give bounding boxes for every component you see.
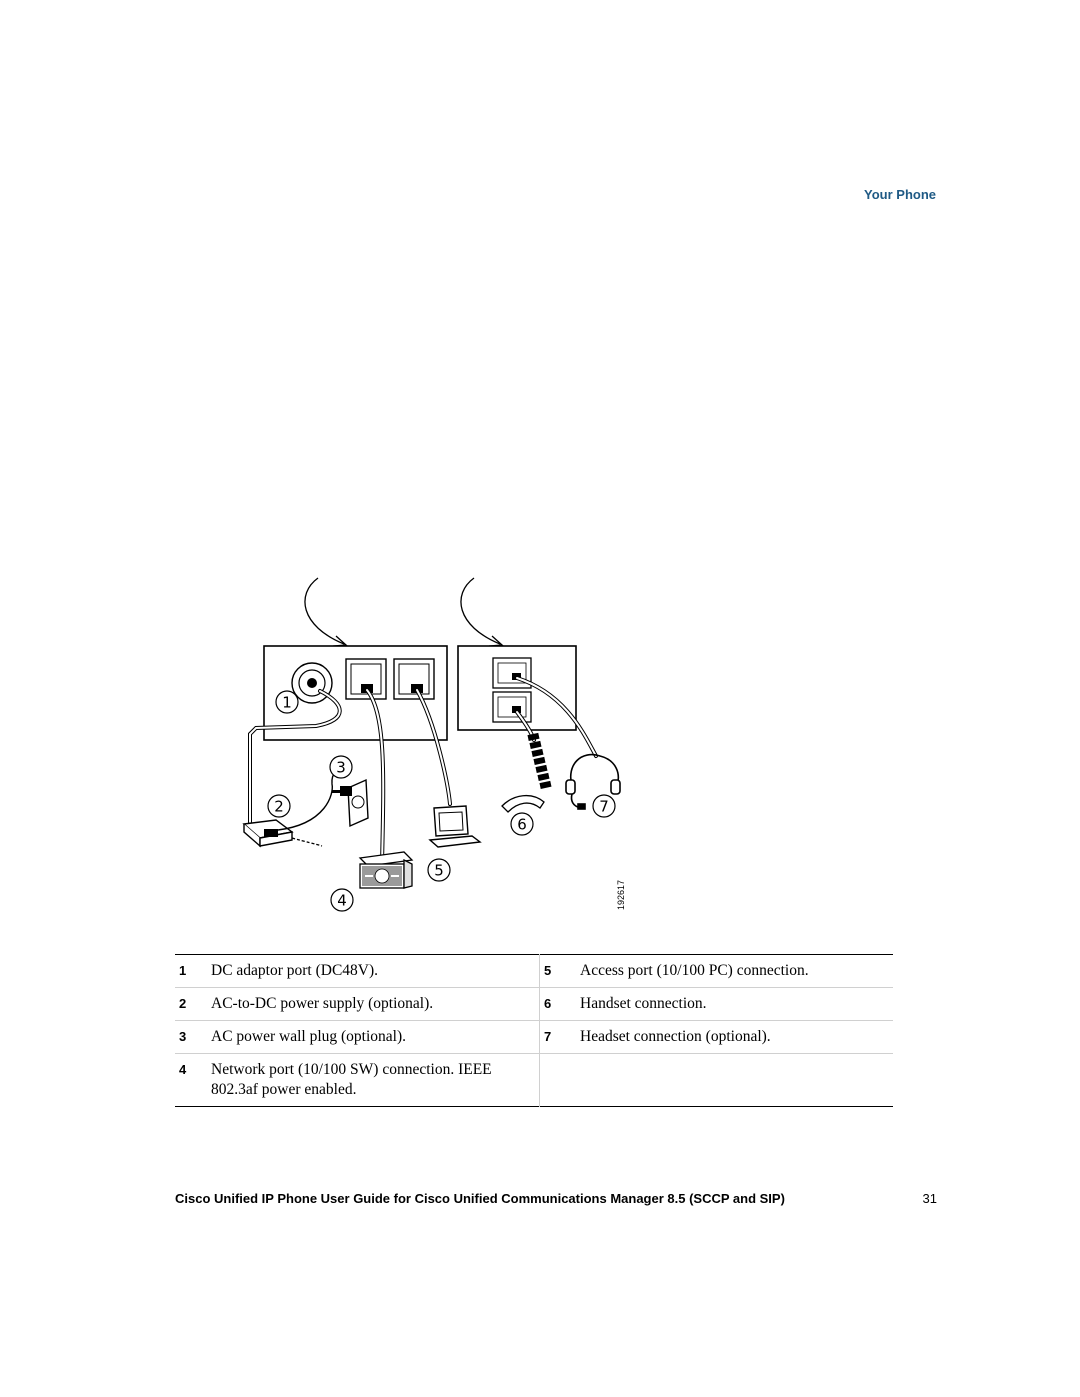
section-header: Your Phone [864, 187, 936, 202]
legend-number: 5 [539, 954, 580, 988]
legend-description: Handset connection. [580, 987, 893, 1021]
phone-connections-figure: 1 2 3 4 5 6 7 192617 [236, 574, 636, 924]
figure-id: 192617 [616, 880, 626, 910]
legend-description: AC-to-DC power supply (optional). [211, 987, 540, 1021]
wall-plug-icon [332, 778, 369, 828]
svg-text:7: 7 [599, 798, 609, 816]
legend-description [580, 1054, 893, 1107]
legend-table: 1 DC adaptor port (DC48V). 5 Access port… [175, 954, 893, 1107]
arrow-left [304, 577, 348, 647]
svg-text:6: 6 [517, 816, 527, 834]
callout-3: 3 [329, 755, 353, 779]
legend-number: 6 [539, 987, 580, 1021]
legend-number: 2 [175, 987, 211, 1021]
computer-icon [428, 805, 482, 848]
legend-row: 2 AC-to-DC power supply (optional). 6 Ha… [175, 987, 893, 1021]
callout-1: 1 [275, 690, 299, 714]
legend-number: 4 [179, 1062, 187, 1077]
legend-number: 1 [175, 954, 211, 988]
page-number: 31 [922, 1191, 937, 1206]
legend-number: 3 [175, 1020, 211, 1054]
network-switch-icon [358, 851, 414, 889]
svg-text:3: 3 [336, 759, 346, 777]
power-supply-icon [242, 765, 353, 848]
callout-7: 7 [592, 794, 616, 818]
legend-description: Headset connection (optional). [580, 1020, 893, 1054]
legend-number [540, 1054, 581, 1107]
legend-row: 3 AC power wall plug (optional). 7 Heads… [175, 1020, 893, 1054]
connections-diagram: 1 2 3 4 5 6 7 192617 [242, 577, 626, 912]
callout-5: 5 [427, 858, 451, 882]
legend-number: 7 [539, 1020, 580, 1054]
legend-row: 1 DC adaptor port (DC48V). 5 Access port… [175, 954, 893, 988]
footer-title: Cisco Unified IP Phone User Guide for Ci… [175, 1191, 785, 1206]
svg-text:4: 4 [337, 892, 347, 910]
callout-4: 4 [330, 888, 354, 912]
callout-6: 6 [510, 812, 534, 836]
legend-row: 4 Network port (10/100 SW) connection. I… [175, 1053, 893, 1107]
legend-description: Access port (10/100 PC) connection. [580, 954, 893, 988]
svg-text:5: 5 [434, 862, 444, 880]
arrow-right [460, 577, 504, 647]
legend-description: Network port (10/100 SW) connection. IEE… [211, 1053, 540, 1107]
svg-text:1: 1 [282, 694, 292, 712]
handset-icon [501, 795, 545, 813]
legend-description: DC adaptor port (DC48V). [211, 954, 540, 988]
callout-2: 2 [267, 794, 291, 818]
svg-text:2: 2 [274, 798, 284, 816]
coiled-cord [527, 732, 552, 789]
legend-description: AC power wall plug (optional). [211, 1020, 540, 1054]
headset-icon [565, 753, 621, 810]
